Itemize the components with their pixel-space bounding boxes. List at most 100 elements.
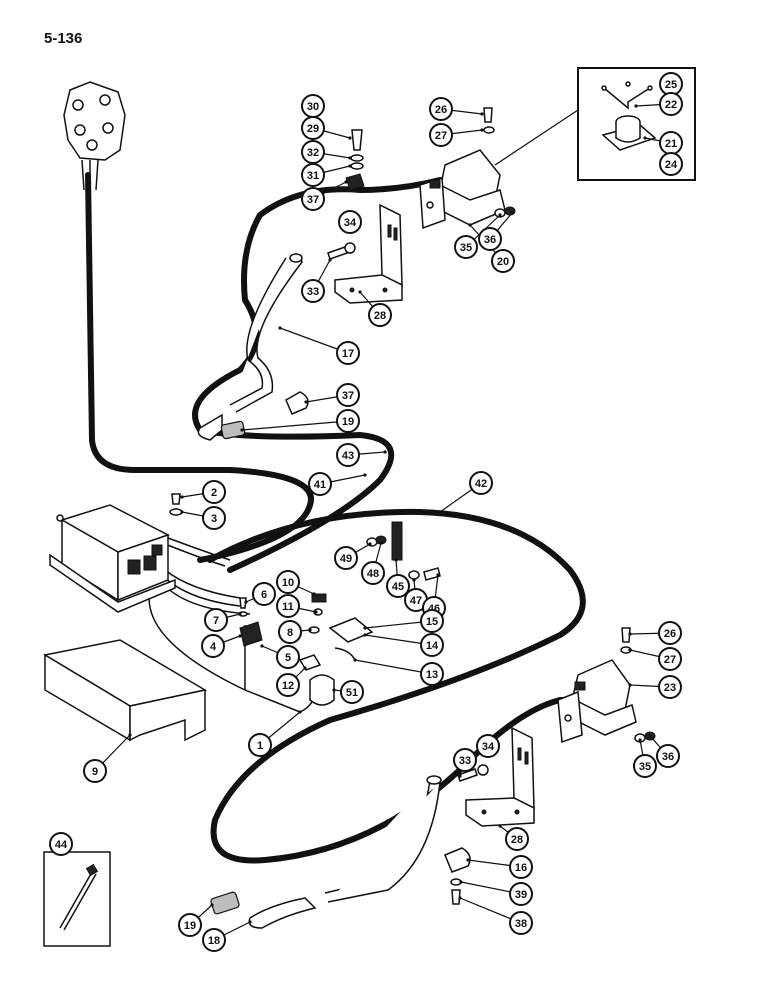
callout-circle [340,680,364,704]
upper-sensor-connector [429,179,441,189]
protective-cover [42,639,208,742]
leader-tip-37 [344,180,348,184]
relay-51 [309,674,335,706]
cable-tie-strap-edge [63,873,97,931]
leader-tip-22 [634,104,638,108]
leader-tip-27 [480,128,484,132]
callout-circle [509,911,533,935]
callout-label: 34 [344,217,357,229]
valve-lead-c [95,159,99,191]
leader-tip-47 [412,578,416,582]
callout-43: 43 [336,443,360,467]
callout-label: 28 [374,310,386,322]
callout-circle [509,855,533,879]
leader-tip-26 [480,112,484,116]
callout-circle [276,594,300,618]
callout-36: 36 [478,227,502,251]
leader-line-19 [241,420,349,431]
upper-sensor-hole [426,201,434,209]
callout-label: 37 [342,390,354,402]
leader-tip-32 [348,156,352,160]
leader-tip-36 [648,734,652,738]
callout-49: 49 [334,546,358,570]
cable-tie-strap [59,871,93,929]
callout-17: 17 [336,341,360,365]
callout-circle [202,480,226,504]
upper-bracket-slot-1 [387,224,392,238]
upper-bracket-slot-2 [393,227,398,241]
callout-35: 35 [454,235,478,259]
leader-tip-41 [363,473,367,477]
callout-31: 31 [301,163,325,187]
clip-13 [334,647,356,661]
callout-10: 10 [276,570,300,594]
leader-tip-29 [348,136,352,140]
leader-tip-20 [468,223,472,227]
callout-label: 20 [497,256,509,268]
callout-3: 3 [202,506,226,530]
callout-label: 39 [515,889,527,901]
callout-label: 32 [307,147,319,159]
lower-sleeve [210,891,240,915]
leader-tip-12 [303,666,307,670]
lower-bracket-vertical [511,726,535,810]
callout-label: 16 [515,862,527,874]
callout-label: 34 [482,741,495,753]
callout-9: 9 [83,759,107,783]
callout-14: 14 [420,633,444,657]
callout-label: 18 [208,935,220,947]
lower-bracket-horizontal [465,797,535,827]
callout-circle [301,279,325,303]
connector-10 [311,593,327,603]
callout-label: 36 [484,234,496,246]
callout-34: 34 [338,210,362,234]
callout-7: 7 [204,608,228,632]
lower-sensor-hole [564,714,572,722]
callout-label: 23 [664,682,676,694]
callout-label: 26 [435,104,447,116]
callout-circle [301,163,325,187]
valve-port-4 [102,122,114,134]
leader-line-17 [279,327,349,354]
callout-circle [658,647,682,671]
connector-b [143,555,157,571]
callout-35: 35 [633,754,657,778]
callout-label: 51 [346,687,358,699]
controller-base-plate [49,553,176,613]
nut-36-upper [504,206,516,216]
callout-36: 36 [656,744,680,768]
washer-34-lower [477,764,489,776]
callout-circle [361,561,385,585]
page-number: 5-136 [44,30,83,47]
callout-circle [201,634,225,658]
callout-circle [368,303,392,327]
callout-circle [491,249,515,273]
bolt-26-lower [621,627,631,643]
callout-circle [476,734,500,758]
callout-18: 18 [202,928,226,952]
bolt-26-upper [483,107,493,123]
valve-lead-a [81,159,85,191]
callout-label: 36 [662,751,674,763]
leader-tip-3 [180,510,184,514]
callout-label: 31 [307,170,319,182]
callout-25: 25 [659,72,683,96]
upper-bracket [334,203,403,304]
callout-4: 4 [201,634,225,658]
leader-tip-2 [180,495,184,499]
leader-tip-39 [459,880,463,884]
leader-tip-26 [628,632,632,636]
washer-47 [408,570,420,580]
callout-37: 37 [336,383,360,407]
upper-conduit-fitting [289,253,303,263]
leader-tip-35 [638,738,642,742]
callout-circle [49,832,73,856]
leader-tip-17 [278,326,282,330]
lower-sensor-connector [574,681,586,691]
callout-28: 28 [368,303,392,327]
hardware [169,107,656,905]
callout-label: 30 [307,101,319,113]
callout-5: 5 [276,645,300,669]
inset-wires [603,87,651,110]
callout-circle [336,383,360,407]
